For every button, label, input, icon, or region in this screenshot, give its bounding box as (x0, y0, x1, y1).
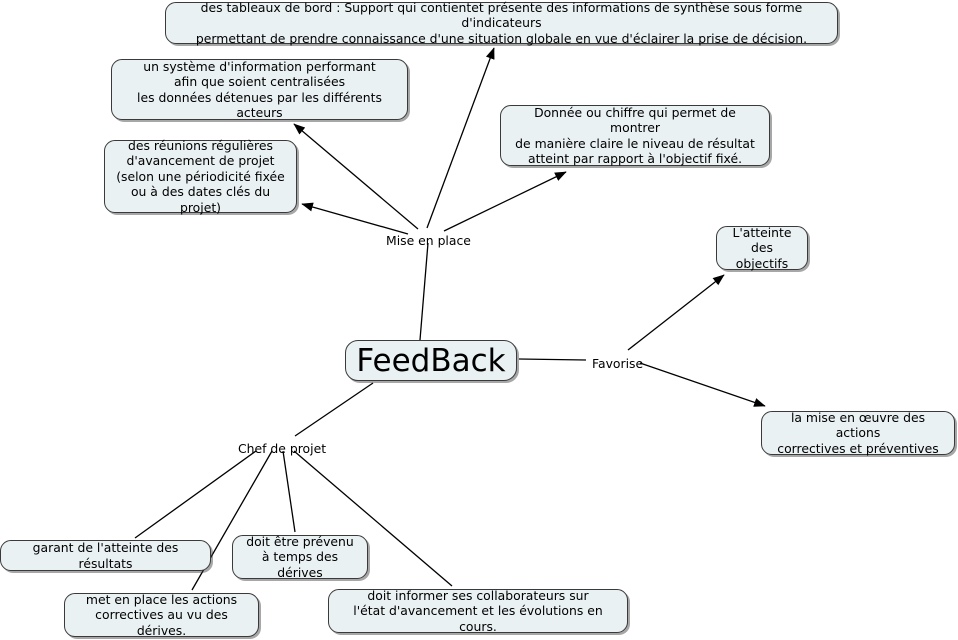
edge-mise-donnee (443, 171, 567, 232)
edge-chef-informer (293, 450, 453, 587)
branch-label-chef-de-projet[interactable]: Chef de projet (238, 441, 327, 456)
edge-chef-garant (134, 450, 257, 539)
edge-mise-systeme (293, 123, 419, 230)
edge-chef-prevenu (282, 450, 296, 533)
edge-favorise-oeuvre (639, 362, 766, 407)
edge-feedback-favorise (518, 358, 587, 361)
edge-favorise-atteinte (627, 274, 725, 351)
branch-label-favorise[interactable]: Favorise (592, 356, 644, 371)
branch-label-mise-en-place[interactable]: Mise en place (386, 233, 471, 248)
node-box-doit-informer[interactable]: doit informer ses collaborateurs sur l'é… (328, 588, 628, 634)
edge-feedback-mise (419, 242, 429, 341)
node-box-tableaux-de-bord[interactable]: des tableaux de bord : Support qui conti… (165, 0, 838, 46)
node-box-reunions-regulieres[interactable]: des réunions régulières d'avancement de … (104, 138, 297, 215)
edge-mise-tableaux (426, 47, 495, 229)
node-box-doit-etre-prevenu[interactable]: doit être prévenu à temps des dérives (232, 534, 368, 580)
edge-group (134, 47, 766, 591)
node-box-met-en-place-actions[interactable]: met en place les actions correctives au … (64, 592, 259, 638)
node-box-mise-en-oeuvre-actions[interactable]: la mise en œuvre des actions correctives… (761, 410, 955, 456)
edge-mise-reunions (301, 202, 409, 235)
edge-feedback-chef (294, 382, 374, 437)
node-box-donnee-ou-chiffre[interactable]: Donnée ou chiffre qui permet de montrer … (500, 105, 770, 166)
node-box-garant-atteinte-resultats[interactable]: garant de l'atteinte des résultats (0, 540, 211, 571)
node-box-atteinte-objectifs[interactable]: L'atteinte des objectifs (716, 225, 808, 271)
central-node-feedback[interactable]: FeedBack (345, 340, 517, 381)
node-box-systeme-information[interactable]: un système d'information performant afin… (111, 59, 408, 120)
